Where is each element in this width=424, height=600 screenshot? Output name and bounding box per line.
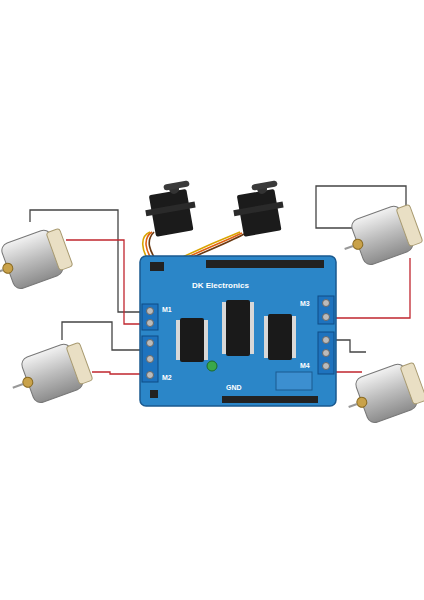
terminal-label: M1 [162, 306, 172, 313]
pin-label: GND [226, 384, 242, 391]
terminal-label: M4 [300, 362, 310, 369]
motor-shield [140, 256, 336, 406]
dc-motor [336, 201, 424, 272]
terminal-label: M3 [300, 300, 310, 307]
wire-red [66, 240, 146, 324]
wire-black [334, 340, 366, 352]
brand-text: DK Electronics [192, 282, 249, 290]
dc-motor [340, 359, 424, 430]
servo [230, 180, 288, 238]
dc-motor [0, 225, 74, 297]
wire-red [92, 372, 146, 374]
dc-motor [5, 339, 95, 411]
wire-red [334, 360, 362, 372]
wire-red [334, 258, 410, 318]
servo [142, 180, 200, 238]
terminal-label: M2 [162, 374, 172, 381]
